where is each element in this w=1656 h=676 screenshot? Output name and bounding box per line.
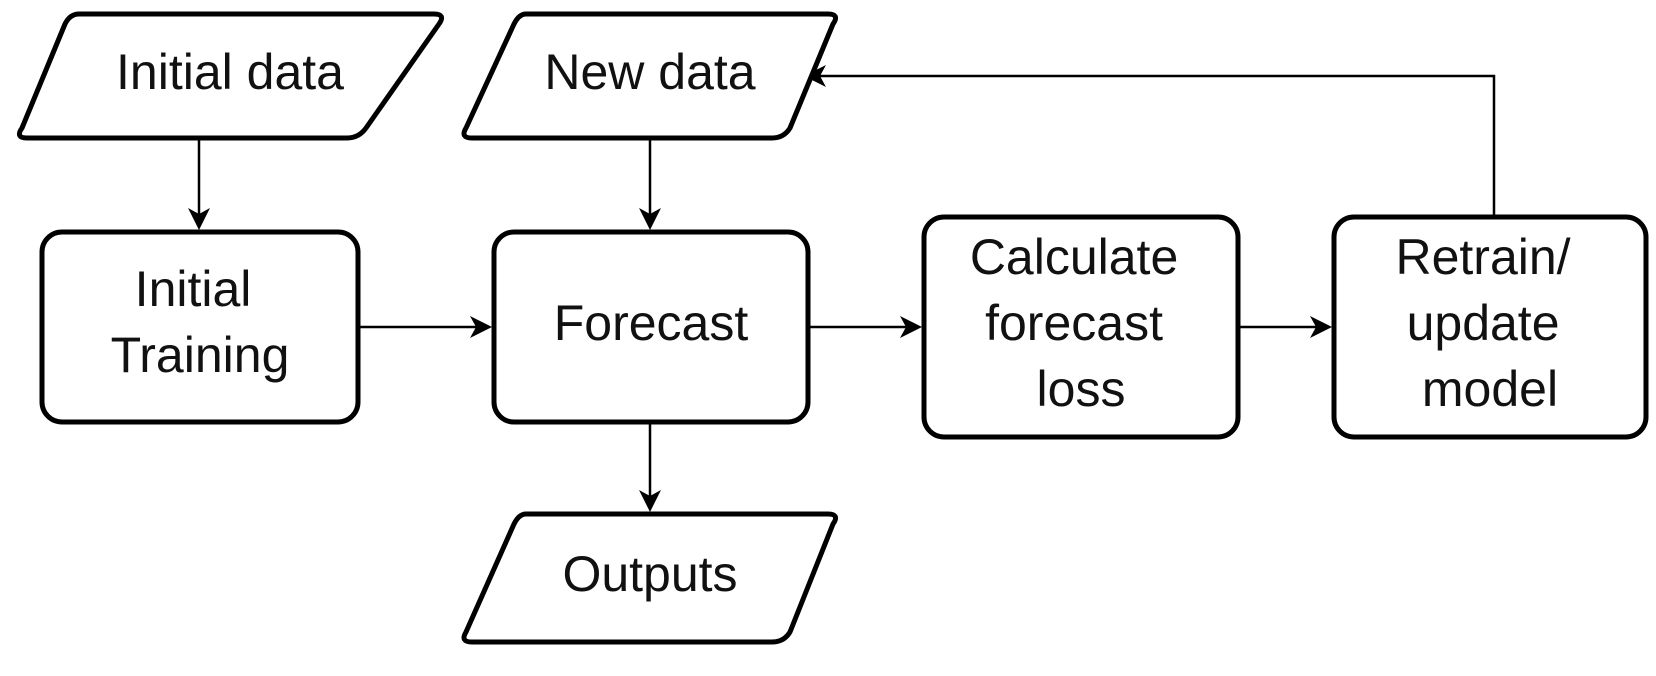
- process-box: [491, 229, 811, 425]
- node-initial-data: Initial data: [16, 11, 445, 141]
- input-parallelogram: [461, 11, 839, 141]
- process-box: [921, 214, 1241, 440]
- arrowhead-retrain: [1310, 316, 1332, 338]
- node-forecast: Forecast: [491, 229, 811, 425]
- node-label-line-2: Training: [111, 327, 290, 383]
- node-label-line-1: Calculate: [970, 229, 1178, 285]
- node-label: Initial data: [116, 44, 344, 100]
- edges: [188, 65, 1496, 512]
- node-calculate-forecast-loss: Calculate forecast loss: [921, 214, 1241, 440]
- node-label-line-2: forecast: [985, 295, 1163, 351]
- node-retrain-update-model: Retrain/ update model: [1331, 214, 1649, 440]
- arrowhead-outputs: [639, 490, 661, 512]
- input-parallelogram: [16, 11, 445, 141]
- node-label-line-1: Retrain/: [1396, 229, 1571, 285]
- node-label: Outputs: [562, 546, 737, 602]
- arrowhead-initial-training: [188, 208, 210, 230]
- arrowhead-calculate-loss: [900, 316, 922, 338]
- node-label: New data: [544, 44, 755, 100]
- node-outputs: Outputs: [461, 511, 839, 645]
- arrowhead-forecast-top: [639, 208, 661, 230]
- node-label: Initial Training: [111, 261, 290, 383]
- process-box: [1331, 214, 1649, 440]
- node-label-line-1: Initial: [135, 261, 252, 317]
- arrowhead-new-data: [804, 65, 826, 87]
- node-initial-training: Initial Training: [39, 229, 361, 425]
- node-label-line-3: model: [1422, 361, 1558, 417]
- edge-retrain-to-new-data: [818, 74, 1496, 217]
- node-label-line-2: update: [1407, 295, 1560, 351]
- node-label-line-3: loss: [1037, 361, 1126, 417]
- node-label: Retrain/ update model: [1396, 229, 1585, 417]
- process-box: [39, 229, 361, 425]
- arrowhead-forecast-left: [470, 316, 492, 338]
- output-parallelogram: [461, 511, 839, 645]
- node-label: Forecast: [554, 295, 749, 351]
- node-label: Calculate forecast loss: [970, 229, 1192, 417]
- node-new-data: New data: [461, 11, 839, 141]
